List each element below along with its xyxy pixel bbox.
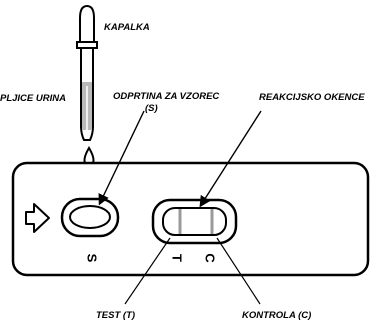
control-label: KONTROLA (C) [242, 310, 311, 321]
dropper-bulb [79, 4, 95, 43]
sample-well [60, 197, 120, 238]
sample-opening-label: ODPRTINA ZA VZOREC [113, 91, 219, 102]
sample-opening-sublabel: (S) [145, 103, 158, 114]
leader-test [124, 237, 171, 305]
leader-control [216, 237, 261, 305]
test-mark: T [170, 254, 185, 262]
control-mark: C [203, 253, 218, 263]
arrow-sample-opening [98, 110, 145, 206]
dropper-label: KAPALKA [104, 22, 150, 33]
arrow-reaction-window [199, 110, 262, 208]
dropper [76, 4, 98, 141]
test-label: TEST (T) [96, 310, 135, 321]
reaction-window [151, 198, 238, 245]
urine-drops-label: PLJICE URINA [0, 93, 66, 104]
direction-arrow-icon [25, 203, 50, 233]
sample-mark: S [85, 254, 100, 263]
reaction-window-label: REAKCIJSKO OKENCE [259, 92, 365, 103]
